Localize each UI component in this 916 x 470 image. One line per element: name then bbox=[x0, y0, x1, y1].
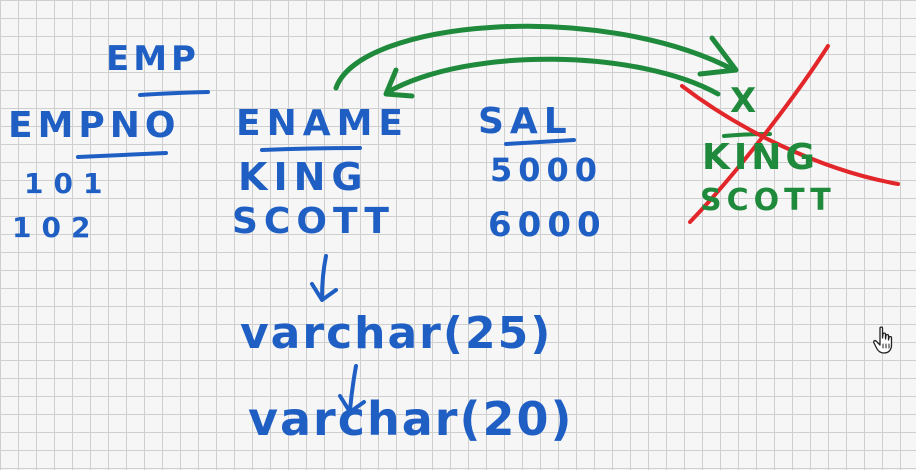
side-note-x-mark: X bbox=[730, 81, 757, 121]
empno-underline bbox=[76, 151, 168, 159]
header-empno: EMPNO bbox=[8, 105, 181, 146]
hand-pointer-icon bbox=[873, 326, 893, 354]
row2-empno: 102 bbox=[12, 211, 101, 244]
row1-ename: KING bbox=[238, 155, 369, 199]
datatype-varchar-25: varchar(25) bbox=[240, 308, 553, 359]
header-sal: SAL bbox=[478, 101, 573, 142]
row2-sal: 6000 bbox=[488, 205, 607, 245]
header-ename: ENAME bbox=[236, 103, 409, 144]
cross-out-icon bbox=[680, 44, 900, 224]
row1-empno: 101 bbox=[24, 167, 113, 200]
side-note-scott: SCOTT bbox=[700, 183, 836, 218]
curved-arrow-icon bbox=[383, 56, 721, 99]
row2-ename: SCOTT bbox=[232, 201, 395, 242]
title-underline bbox=[138, 90, 210, 97]
down-arrow-icon bbox=[310, 254, 338, 302]
row1-sal: 5000 bbox=[490, 151, 604, 189]
table-title: EMP bbox=[106, 39, 200, 79]
ename-underline bbox=[260, 146, 362, 152]
sal-underline bbox=[504, 138, 576, 146]
side-note-king: KING bbox=[702, 137, 819, 178]
datatype-varchar-20: varchar(20) bbox=[248, 392, 574, 446]
curved-arrow-icon bbox=[333, 23, 739, 91]
down-arrow-icon bbox=[338, 364, 366, 414]
